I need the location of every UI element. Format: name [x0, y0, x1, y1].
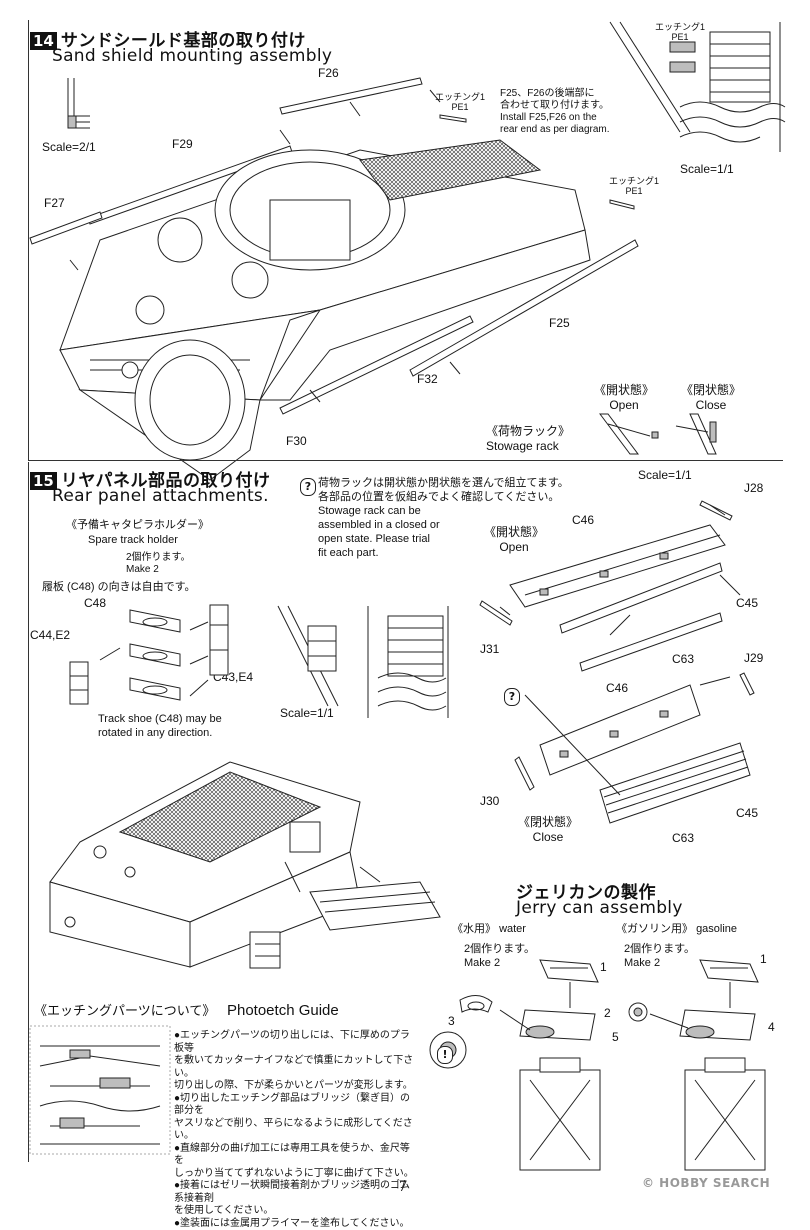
- rear-panel-detail: [277, 605, 449, 718]
- part-c46-open: C46: [572, 513, 595, 527]
- gas-make-2: 2個作ります。Make 2: [624, 943, 696, 969]
- part-c45-close: C45: [736, 806, 759, 820]
- caution-icon-3: !: [437, 1046, 453, 1064]
- water-part-3: 3: [448, 1014, 455, 1028]
- part-j30: J30: [480, 794, 500, 808]
- stowage-scale-label: Scale=1/1: [638, 468, 692, 482]
- close-state-label: 《閉状態》Close: [518, 815, 579, 844]
- part-c63-open: C63: [672, 652, 695, 666]
- jerry-can-title-jp: ジェリカンの製作: [516, 883, 656, 903]
- photoetch-guide-bullets: ●エッチングパーツの切り出しには、下に厚めのプラ板等 を敷いてカッターナイフなど…: [174, 1030, 414, 1229]
- part-c45-open: C45: [736, 596, 759, 610]
- step-14-title-jp: サンドシールド基部の取り付け: [60, 31, 306, 51]
- photoetch-guide-title: 《エッチングパーツについて》 Photoetch Guide: [34, 1002, 339, 1019]
- spare-track-make: 2個作ります。Make 2: [126, 552, 191, 575]
- part-f27: F27: [44, 196, 65, 210]
- stowage-close-label: 《閉状態》Close: [681, 383, 742, 412]
- photoetch-sprue-drawing: [29, 1025, 171, 1155]
- f25-f26-note: F25、F26の後端部に 合わせて取り付けます。 Install F25,F26…: [500, 88, 610, 135]
- part-f26: F26: [318, 66, 339, 80]
- gasoline-label: 《ガソリン用》 gasoline: [616, 923, 738, 935]
- part-f29: F29: [172, 137, 193, 151]
- water-jerry-can-drawing: [429, 959, 601, 1171]
- pe1-strip-upper: [439, 114, 467, 123]
- rear-detail-drawing: [609, 21, 786, 152]
- spare-track-holder-drawing: [69, 604, 229, 705]
- sand-shield-detail-2-1: [67, 78, 90, 129]
- scale-1-1-label-14: Scale=1/1: [680, 162, 734, 176]
- scale-1-1-label-15: Scale=1/1: [280, 706, 334, 720]
- rear-hull-drawing: [49, 761, 441, 969]
- stowage-open-label: 《開状態》Open: [594, 383, 655, 412]
- track-shoe-note-jp: 履板 (C48) の向きは自由です。: [42, 581, 196, 593]
- part-f25: F25: [549, 316, 570, 330]
- page-number: 7: [399, 1178, 407, 1195]
- stowage-rack-open-drawing: [479, 500, 741, 672]
- part-j31: J31: [480, 642, 500, 656]
- water-label: 《水用》 water: [452, 923, 526, 935]
- stowage-rack-detail: [599, 413, 717, 455]
- part-c48: C48: [84, 596, 107, 610]
- stowage-rack-title: 《荷物ラック》Stowage rack: [486, 424, 571, 453]
- step-number-15: 15: [30, 472, 57, 490]
- step-number-14: 14: [30, 32, 57, 50]
- scale-2-1-label: Scale=2/1: [42, 140, 96, 154]
- gas-part-4: 4: [768, 1020, 775, 1034]
- part-f30: F30: [286, 434, 307, 448]
- step-15-title-jp: リヤパネル部品の取り付け: [60, 471, 271, 491]
- part-c44-e2: C44,E2: [30, 628, 71, 642]
- water-part-5: 5: [612, 1030, 619, 1044]
- jerry-can-title-en: Jerry can assembly: [516, 898, 683, 918]
- stowage-caution-note: 荷物ラックは開状態か閉状態を選んで組立てます。 各部品の位置を仮組みでよく確認し…: [318, 477, 569, 559]
- step-15-title-en: Rear panel attachments.: [52, 486, 269, 506]
- open-state-label: 《開状態》Open: [484, 525, 545, 554]
- gas-part-2: 2: [604, 1006, 611, 1020]
- hull-sand-shield-drawing: [29, 77, 639, 481]
- step-15-border-left: [28, 462, 29, 1162]
- part-j29: J29: [744, 651, 764, 665]
- spare-track-holder-title: 《予備キャタピラホルダー》: [66, 519, 209, 531]
- gas-part-1: 1: [760, 952, 767, 966]
- caution-icon: ?: [300, 478, 316, 496]
- part-j28: J28: [744, 481, 764, 495]
- hobby-search-watermark: © HOBBY SEARCH: [642, 1176, 771, 1190]
- water-make-2: 2個作ります。Make 2: [464, 943, 536, 969]
- step-14-border-left: [28, 20, 29, 460]
- step-14-title-en: Sand shield mounting assembly: [52, 46, 333, 66]
- caution-icon-2: ?: [504, 688, 520, 706]
- stowage-rack-close-drawing: [514, 672, 755, 824]
- gasoline-jerry-can-drawing: [628, 959, 766, 1171]
- part-f32: F32: [417, 372, 438, 386]
- part-c63-close: C63: [672, 831, 695, 845]
- spare-track-holder-en: Spare track holder: [88, 534, 178, 546]
- water-part-1: 1: [600, 960, 607, 974]
- part-c46-close: C46: [606, 681, 629, 695]
- section-divider: [28, 460, 783, 461]
- pe1-strip-lower: [609, 199, 635, 210]
